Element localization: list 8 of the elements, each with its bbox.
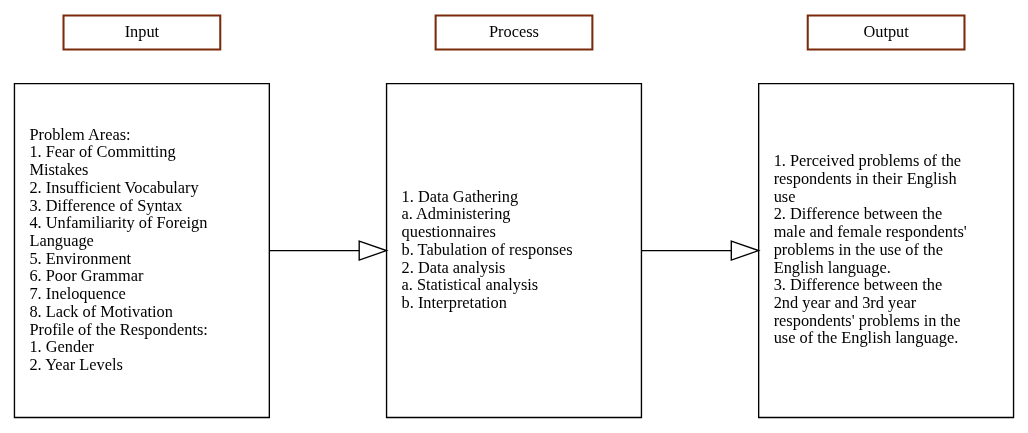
arrow: [640, 240, 761, 262]
arrow: [268, 240, 389, 262]
node-box: Output: [806, 14, 966, 51]
node-box: Process: [434, 14, 594, 51]
node-box: 1. Data Gathering a. Administering questionnaires b. Tabulation of responses 2. Data analysis a. Statistical analysis b. Interpretation: [385, 82, 643, 419]
node-box: 1. Perceived problems of the respondents in their English use 2. Difference between the male and female respondents' problems in the use of the English language. 3. Difference between the 2nd year and 3rd year respondents' problems in the use of the English language.: [758, 82, 1015, 419]
node-box: Input: [62, 14, 222, 51]
node-box: Problem Areas: 1. Fear of Committing Mistakes 2. Insufficient Vocabulary 3. Difference of Syntax 4. Unfamiliarity of Foreign Language 5. Environment 6. Poor Grammar 7. Ineloquence 8. Lack of Motivation Profile of the Respondents: 1. Gender 2. Year Levels: [13, 82, 270, 419]
